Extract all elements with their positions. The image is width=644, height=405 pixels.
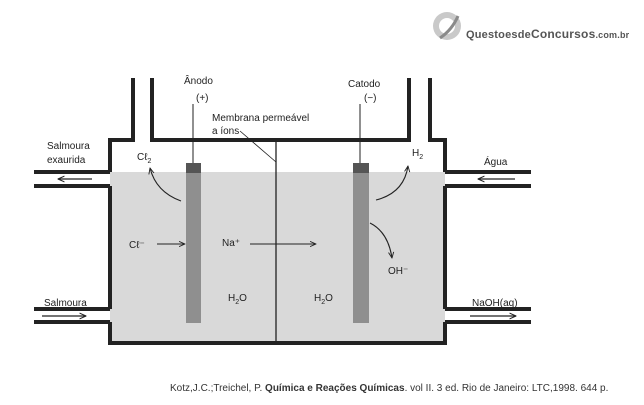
citation-rest: . vol II. 3 ed. Rio de Janeiro: LTC,1998… [404, 383, 609, 394]
watermark-suffix: .com.br [595, 30, 630, 40]
spent-brine-label-line1: Salmoura [47, 141, 90, 152]
water-tail: O [325, 293, 333, 304]
cathode-electrode-cap [353, 163, 369, 173]
hydrogen-base: H [412, 148, 419, 159]
watermark-caps: Concursos [530, 27, 596, 41]
electrolyte-liquid [110, 172, 445, 343]
anode-electrode [186, 165, 201, 323]
chlorine-gas-label: Cℓ2 [137, 152, 151, 165]
cathode-label: Catodo [348, 79, 381, 90]
water-base: H [314, 293, 321, 304]
hydrogen-subscript: 2 [419, 154, 423, 161]
membrane-label-pointer [239, 130, 277, 163]
membrane-label-line1: Membrana permeável [212, 113, 309, 124]
water-subscript: 2 [321, 299, 325, 306]
chlorine-subscript: 2 [147, 158, 151, 165]
water-label: Água [484, 155, 508, 168]
hydroxide-arrow [369, 222, 392, 258]
spent-brine-label-line2: exaurida [47, 155, 86, 166]
pipes [34, 170, 531, 324]
watermark-text: QuestoesdeConcursos.com.br [466, 27, 629, 41]
brine-label: Salmoura [44, 298, 87, 309]
chloride-ion-label: Cℓ⁻ [129, 240, 145, 251]
cathode-sign: (−) [364, 93, 377, 104]
membrane-label-line2: a íons [212, 126, 239, 137]
water-subscript: 2 [235, 299, 239, 306]
citation: Kotz,J.C.;Treichel, P. Química e Reações… [170, 383, 608, 394]
water-base: H [228, 293, 235, 304]
cathode-electrode [353, 165, 369, 323]
citation-authors: Kotz,J.C.;Treichel, P. [170, 383, 263, 394]
anode-label: Ânodo [184, 74, 213, 87]
anode-electrode-cap [186, 163, 201, 173]
watermark-prefix: Questoesde [466, 29, 531, 41]
chlorine-gas-arrow [150, 168, 182, 202]
water-tail: O [239, 293, 247, 304]
watermark-logo-icon [433, 12, 461, 40]
water-anode-side-label: H2O [228, 293, 247, 306]
cell-tank [108, 78, 447, 345]
water-cathode-side-label: H2O [314, 293, 333, 306]
sodium-ion-label: Na⁺ [222, 238, 240, 249]
chlorine-base: Cℓ [137, 152, 148, 163]
hydrogen-gas-label: H2 [412, 148, 423, 161]
hydroxide-ion-label: OH⁻ [388, 266, 408, 277]
naoh-label: NaOH(aq) [472, 298, 518, 309]
hydrogen-gas-arrow [375, 166, 408, 201]
citation-title: Química e Reações Químicas [265, 383, 405, 394]
anode-sign: (+) [196, 93, 209, 104]
